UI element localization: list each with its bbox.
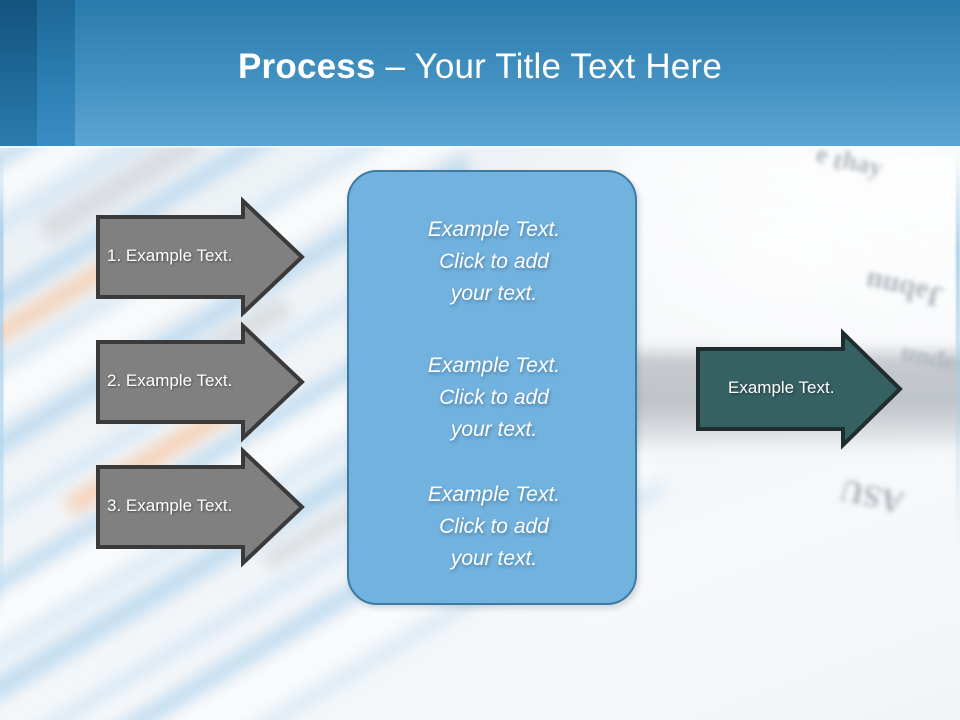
center-text-block-2: Example Text. Click to add your text.	[427, 354, 561, 441]
background-right-edge-rule	[956, 150, 960, 550]
result-arrow[interactable]: Example Text.	[695, 328, 903, 450]
center-content-box[interactable]: Example Text. Click to add your text. Ex…	[347, 170, 637, 605]
result-arrow-label: Example Text.	[728, 378, 835, 397]
step-arrow-2-label: 2. Example Text.	[107, 371, 233, 390]
step-arrow-2[interactable]: 2. Example Text.	[95, 321, 305, 443]
page-title-strong: Process	[238, 47, 376, 86]
step-arrow-1-label: 1. Example Text.	[107, 246, 233, 265]
header-underline	[0, 146, 960, 148]
page-title: Process – Your Title Text Here	[0, 46, 960, 88]
center-text-block-1: Example Text. Click to add your text.	[427, 218, 561, 305]
center-text-block-3: Example Text. Click to add your text.	[427, 483, 561, 570]
step-arrow-3[interactable]: 3. Example Text.	[95, 446, 305, 568]
header-accent-band-dark	[0, 0, 37, 146]
background-paper-edge	[620, 150, 960, 350]
background-left-edge-rule	[0, 150, 3, 620]
page-title-rest: – Your Title Text Here	[375, 47, 722, 86]
header-accent-band-mid	[37, 0, 75, 146]
slide-header	[0, 0, 960, 146]
step-arrow-3-label: 3. Example Text.	[107, 496, 233, 515]
step-arrow-1[interactable]: 1. Example Text.	[95, 196, 305, 318]
